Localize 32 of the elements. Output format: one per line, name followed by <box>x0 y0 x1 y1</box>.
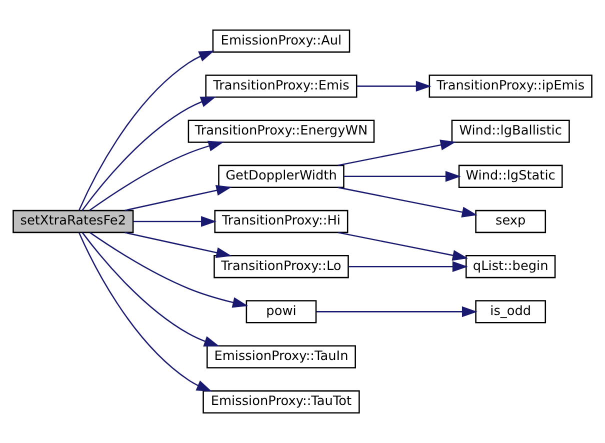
arrow <box>82 96 216 211</box>
arrow <box>133 216 217 227</box>
node-box: powi <box>246 300 317 324</box>
node-box: qList::begin <box>466 255 556 278</box>
arrow <box>90 232 248 308</box>
arrow <box>356 80 432 92</box>
node-box: EmissionProxy::TauTot <box>202 390 360 414</box>
node-box: EmissionProxy::TauIn <box>206 345 356 368</box>
node-box: TransitionProxy::Hi <box>214 210 348 234</box>
arrow <box>338 232 468 261</box>
arrow <box>338 186 478 218</box>
node-box: TransitionProxy::ipEmis <box>428 74 592 98</box>
arrow <box>348 261 468 272</box>
node-box: is_odd <box>475 300 546 324</box>
node-box: sexp <box>475 210 546 234</box>
arrow <box>316 306 478 318</box>
arrow <box>78 232 212 392</box>
node-box: TransitionProxy::Lo <box>214 255 349 278</box>
arrow <box>89 140 224 211</box>
node-box: TransitionProxy::Emis <box>205 74 358 98</box>
arrow <box>124 185 232 212</box>
node-box: GetDopplerWidth <box>218 164 344 188</box>
arrow <box>82 232 220 346</box>
node-box: Wind::lgStatic <box>458 164 563 188</box>
node-box: Wind::lgBallistic <box>451 120 570 143</box>
arrow <box>78 50 214 210</box>
node-box: EmissionProxy::Aul <box>212 30 350 53</box>
arrow <box>338 140 456 166</box>
node-box: TransitionProxy::EnergyWN <box>188 120 375 143</box>
arrow <box>124 232 232 258</box>
arrow <box>344 170 461 182</box>
node-box: setXtraRatesFe2 <box>12 210 134 234</box>
